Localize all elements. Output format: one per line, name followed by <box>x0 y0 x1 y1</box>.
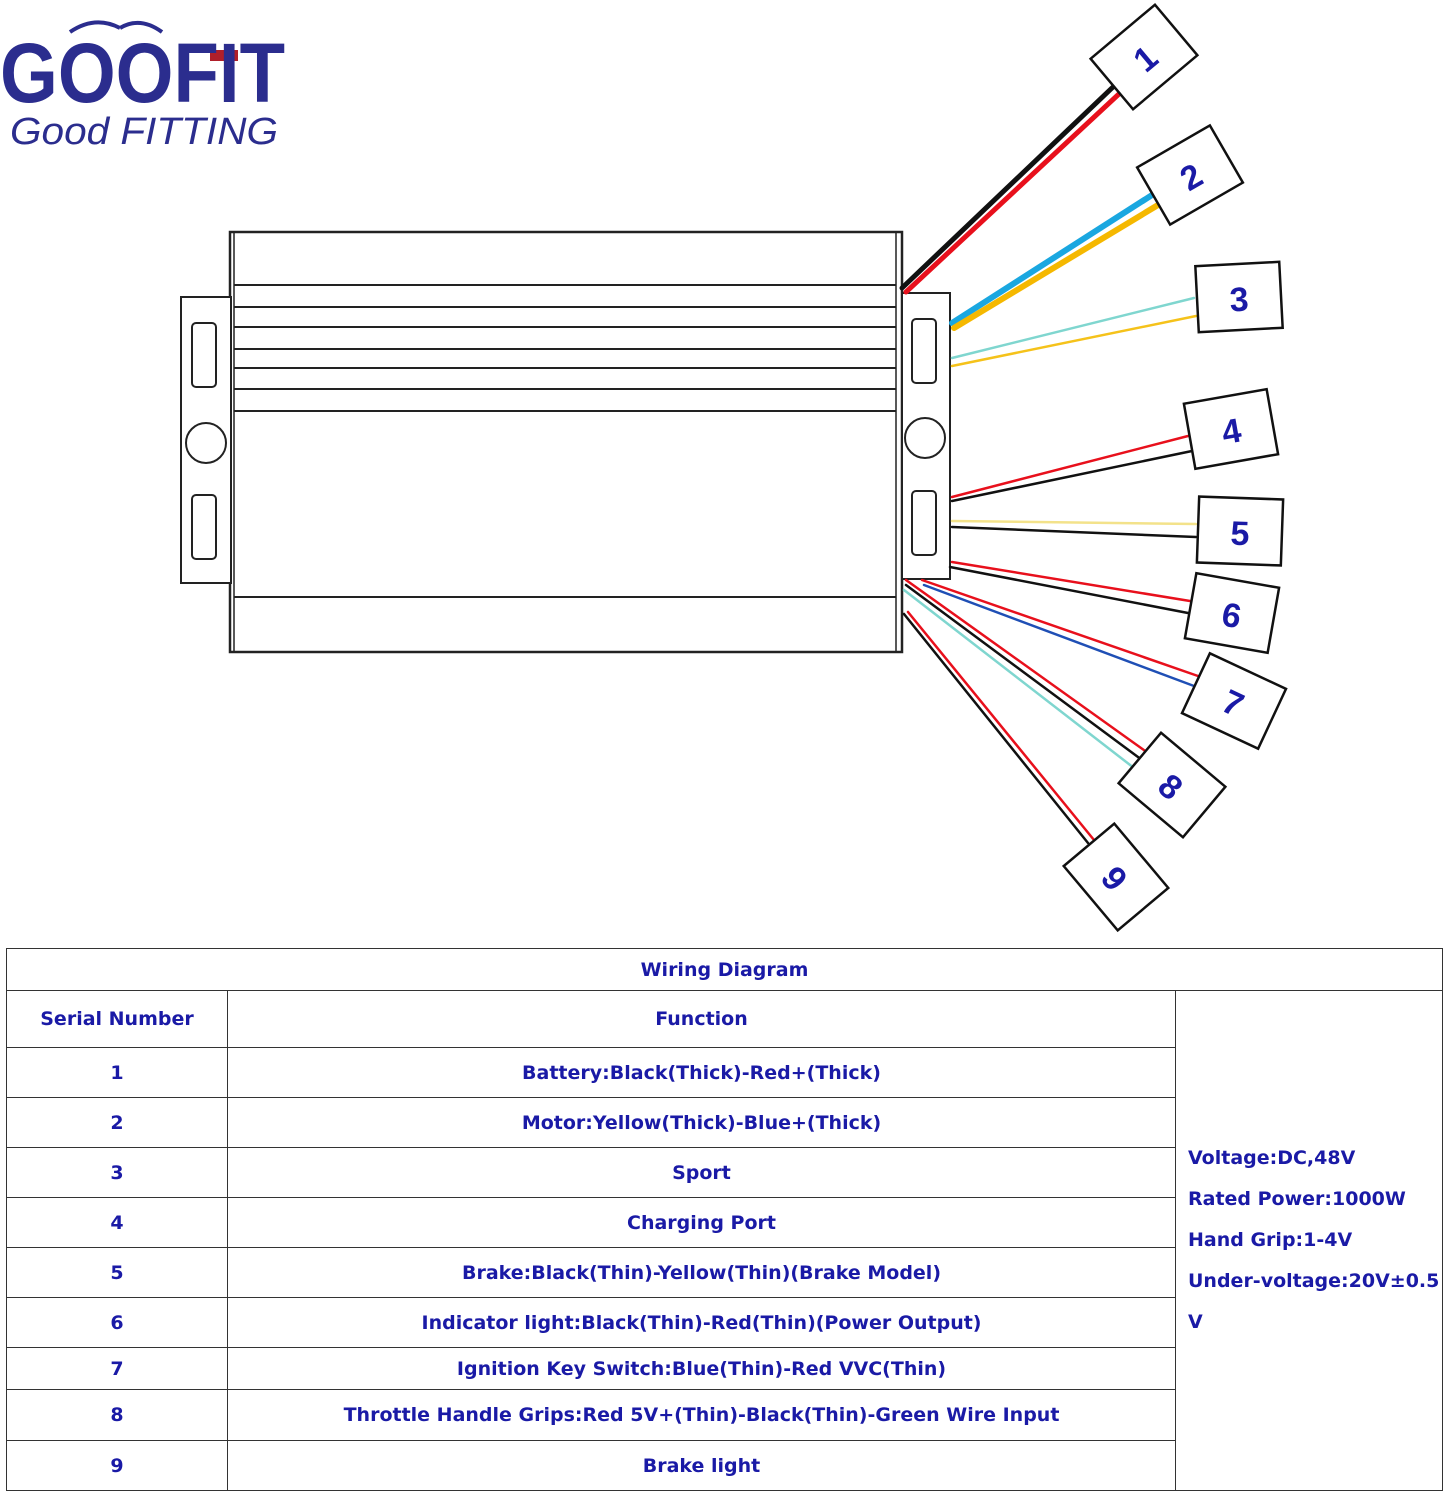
mounting-bracket-left <box>180 296 232 584</box>
wire-battery-red <box>903 90 1123 295</box>
row-serial: 2 <box>6 1097 228 1148</box>
row-function: Brake:Black(Thin)-Yellow(Thin)(Brake Mod… <box>227 1247 1176 1298</box>
wire-brakelight-black <box>902 612 1090 845</box>
logo-arc-right <box>118 20 164 34</box>
connector-2: 2 <box>1135 123 1245 227</box>
spec-hand-grip: Hand Grip:1-4V <box>1188 1229 1353 1251</box>
controller-body <box>228 230 904 654</box>
header-function: Function <box>227 990 1176 1048</box>
wire-battery-black <box>899 84 1116 291</box>
table-row: 7 Ignition Key Switch:Blue(Thin)-Red VVC… <box>6 1347 1443 1390</box>
wire-indicator-red <box>950 560 1192 603</box>
wire-group-6 <box>948 560 1192 615</box>
row-serial: 5 <box>6 1247 228 1298</box>
logo-accent-bar <box>210 50 238 61</box>
wire-group-8 <box>902 578 1150 770</box>
table-title: Wiring Diagram <box>6 948 1443 991</box>
connector-3-label: 3 <box>1229 281 1250 320</box>
wire-brakelight-red <box>906 610 1096 842</box>
wire-charge-black <box>950 449 1194 503</box>
wire-group-7 <box>920 578 1200 688</box>
wire-brake-black <box>950 525 1198 539</box>
wire-motor-yellow <box>951 202 1161 331</box>
connector-7: 7 <box>1180 651 1288 751</box>
row-function: Brake light <box>227 1440 1176 1491</box>
wire-sport-cyan <box>950 296 1196 360</box>
row-serial: 7 <box>6 1347 228 1390</box>
table-row: 1 Battery:Black(Thick)-Red+(Thick) <box>6 1047 1443 1098</box>
table-row: 2 Motor:Yellow(Thick)-Blue+(Thick) <box>6 1097 1443 1148</box>
spec-rated-power: Rated Power:1000W <box>1188 1188 1406 1210</box>
connector-9: 9 <box>1061 821 1171 933</box>
row-function: Battery:Black(Thick)-Red+(Thick) <box>227 1047 1176 1098</box>
header-serial-number: Serial Number <box>6 990 228 1048</box>
connector-1: 1 <box>1088 2 1200 112</box>
wire-group-3 <box>950 296 1198 368</box>
wire-brake-yellow <box>950 519 1198 526</box>
row-function: Motor:Yellow(Thick)-Blue+(Thick) <box>227 1097 1176 1148</box>
spec-voltage: Voltage:DC,48V <box>1188 1147 1356 1169</box>
row-serial: 8 <box>6 1389 228 1441</box>
wire-group-5 <box>950 519 1198 539</box>
wiring-diagram: 1 2 3 4 5 6 7 8 <box>180 2 1288 933</box>
connector-4: 4 <box>1182 387 1280 471</box>
wire-group-2 <box>949 192 1161 331</box>
row-function: Sport <box>227 1147 1176 1198</box>
wiring-table: Wiring Diagram Serial Number Function Vo… <box>6 948 1443 1491</box>
row-serial: 9 <box>6 1440 228 1491</box>
logo-wordmark: GOOFIT <box>0 26 285 120</box>
row-function: Throttle Handle Grips:Red 5V+(Thin)-Blac… <box>227 1389 1176 1441</box>
connector-6: 6 <box>1183 571 1281 655</box>
wire-throttle-black <box>904 583 1144 762</box>
wire-charge-red <box>950 434 1190 499</box>
logo-arc-left <box>68 20 121 34</box>
connector-boxes: 1 2 3 4 5 6 7 8 <box>1061 2 1288 933</box>
row-serial: 1 <box>6 1047 228 1098</box>
wire-sport-yellow <box>950 314 1198 368</box>
table-header-row: Serial Number Function Voltage:DC,48V Ra… <box>6 990 1443 1491</box>
wire-motor-blue <box>949 192 1155 326</box>
table-row: 6 Indicator light:Black(Thin)-Red(Thin)(… <box>6 1297 1443 1348</box>
table-row: 4 Charging Port <box>6 1197 1443 1248</box>
table-row: 8 Throttle Handle Grips:Red 5V+(Thin)-Bl… <box>6 1389 1443 1441</box>
table-title-row: Wiring Diagram <box>6 948 1443 991</box>
spec-under-voltage: Under-voltage:20V±0.5 <box>1188 1270 1440 1292</box>
table-row: 9 Brake light <box>6 1440 1443 1491</box>
row-serial: 3 <box>6 1147 228 1198</box>
logo-tagline: Good FITTING <box>10 111 278 153</box>
spec-under-voltage-unit: V <box>1188 1311 1203 1333</box>
row-serial: 4 <box>6 1197 228 1248</box>
row-function: Indicator light:Black(Thin)-Red(Thin)(Po… <box>227 1297 1176 1348</box>
row-function: Ignition Key Switch:Blue(Thin)-Red VVC(T… <box>227 1347 1176 1390</box>
specs-cell: Voltage:DC,48V Rated Power:1000W Hand Gr… <box>1175 990 1443 1491</box>
wire-ignition-blue <box>922 583 1196 688</box>
wire-group-1 <box>899 84 1123 295</box>
connector-3: 3 <box>1194 260 1284 334</box>
mounting-bracket-right <box>901 292 951 580</box>
connector-5: 5 <box>1195 495 1285 567</box>
wire-ignition-red <box>920 578 1200 678</box>
row-function: Charging Port <box>227 1197 1176 1248</box>
wire-indicator-black <box>948 565 1190 615</box>
wire-throttle-red <box>904 578 1150 755</box>
connector-8: 8 <box>1116 730 1228 840</box>
wire-group-9 <box>902 610 1096 845</box>
goofit-logo: GOOFIT Good FITTING <box>0 20 285 153</box>
table-row: 5 Brake:Black(Thin)-Yellow(Thin)(Brake M… <box>6 1247 1443 1298</box>
table-row: 3 Sport <box>6 1147 1443 1198</box>
wire-group-4 <box>950 434 1194 503</box>
wire-throttle-green <box>902 588 1136 770</box>
connector-5-label: 5 <box>1230 515 1250 554</box>
row-serial: 6 <box>6 1297 228 1348</box>
